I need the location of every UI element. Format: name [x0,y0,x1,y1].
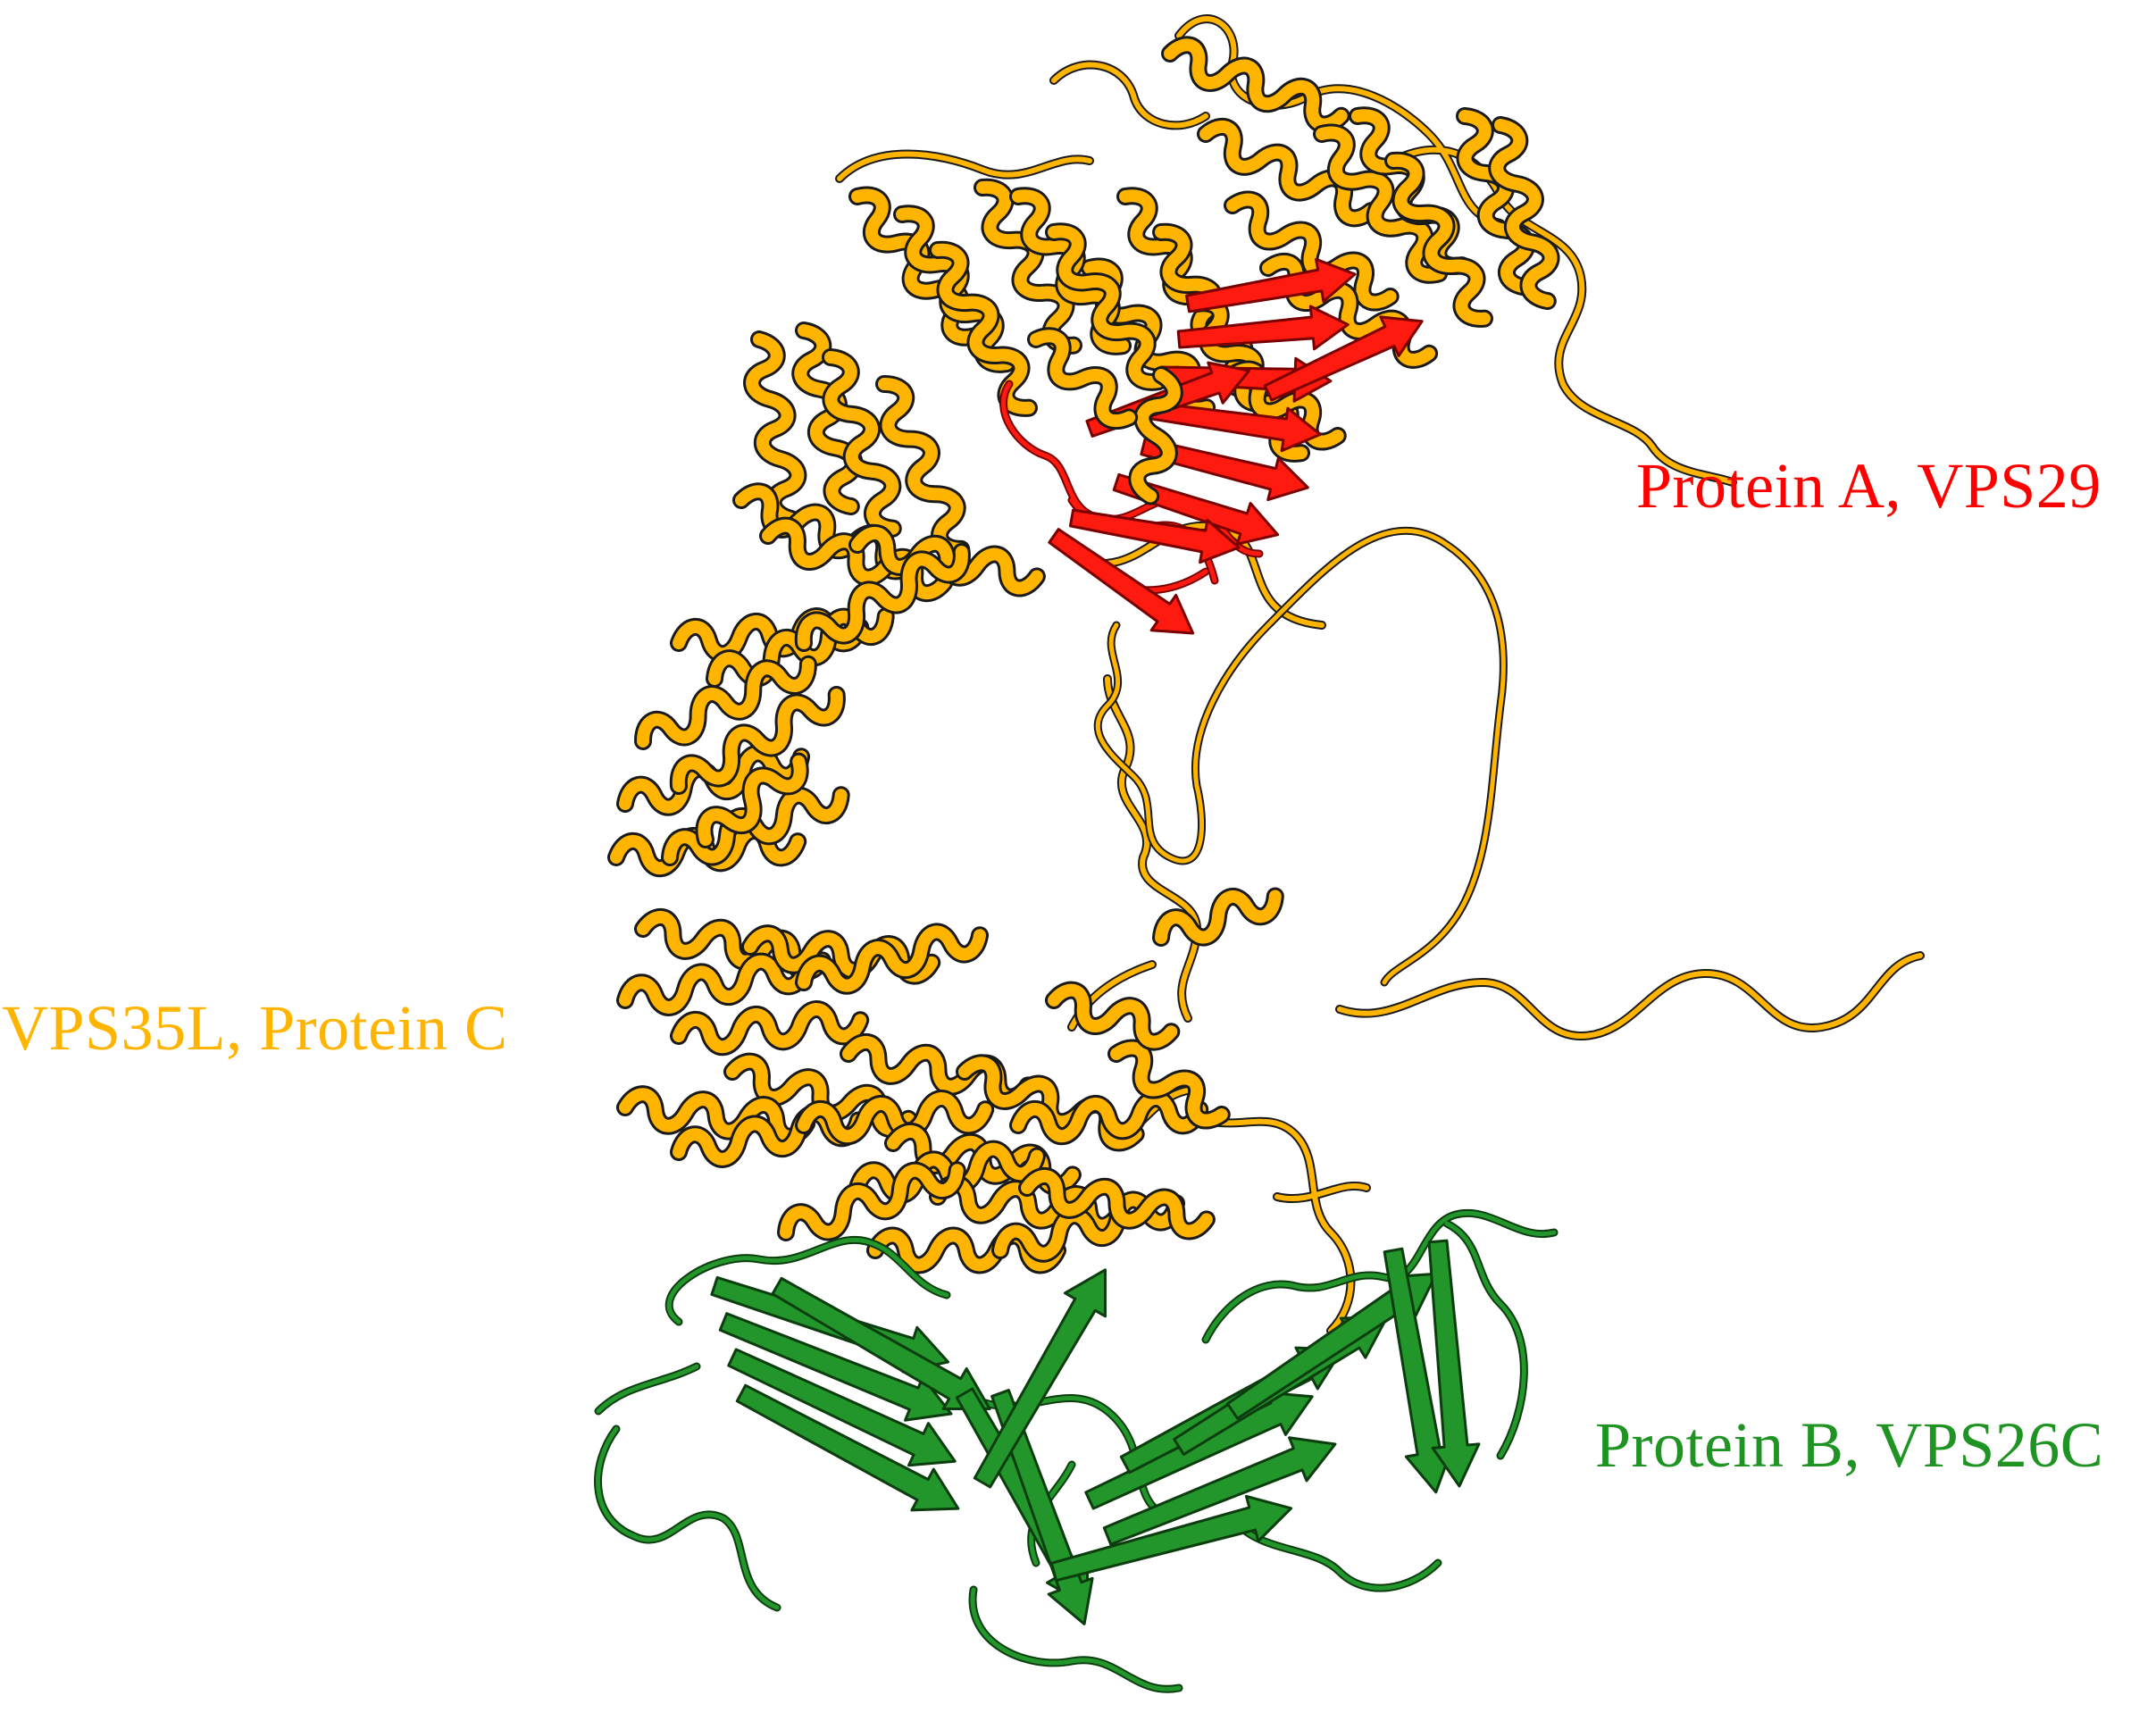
vps29-chain [999,251,1433,653]
label-vps35l: VPS35L, Protein C [2,992,508,1064]
label-vps29: Protein A, VPS29 [1636,450,2102,522]
vps26c-chain [594,1208,1559,1693]
vps35l-chain [615,14,1925,1335]
label-vps26c: Protein B, VPS26C [1595,1409,2104,1481]
